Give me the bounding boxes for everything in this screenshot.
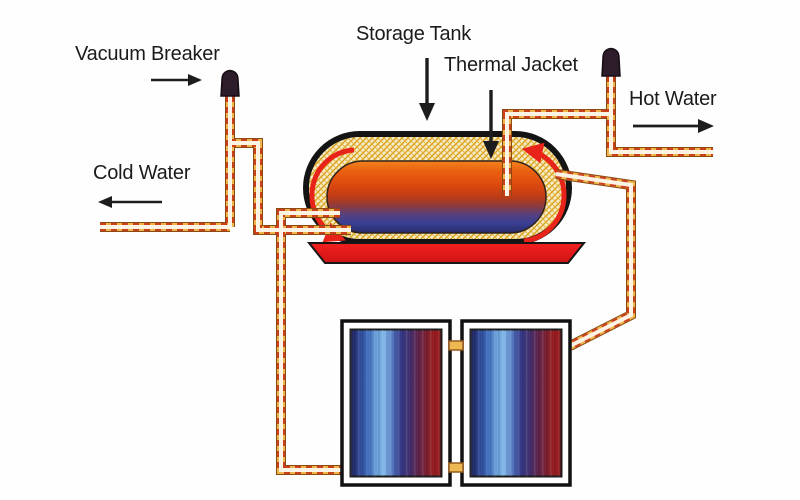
solar-collector-left xyxy=(340,319,452,487)
vacuum-breaker-cap-left xyxy=(220,69,240,97)
collector-connector-top xyxy=(448,340,464,351)
hot-water-arrow-icon xyxy=(633,119,714,133)
collector-connector-bottom xyxy=(448,462,464,473)
tank-inner-vessel xyxy=(326,160,547,234)
thermal-jacket-arrow-icon xyxy=(483,90,499,159)
drip-tray xyxy=(306,242,587,264)
hot-water-label: Hot Water xyxy=(629,88,717,110)
cold-water-arrow-icon xyxy=(98,196,162,208)
collector-glass-texture xyxy=(470,329,562,477)
collector-glass-texture xyxy=(350,329,442,477)
cold-water-label: Cold Water xyxy=(93,162,191,184)
vacuum-breaker-cap-right xyxy=(601,47,621,77)
vacuum-breaker-arrow-icon xyxy=(151,74,202,86)
pipe-network xyxy=(100,76,713,475)
pointer-arrows xyxy=(98,58,714,208)
storage-tank-label: Storage Tank xyxy=(356,23,472,45)
circulation-flow-arrow-right-icon xyxy=(521,142,567,244)
vacuum-breaker-label: Vacuum Breaker xyxy=(75,43,220,65)
pipe-layer-core xyxy=(100,76,713,472)
storage-tank-arrow-icon xyxy=(419,58,435,121)
solar-collector-right xyxy=(460,319,572,487)
thermal-jacket-label: Thermal Jacket xyxy=(444,54,578,76)
